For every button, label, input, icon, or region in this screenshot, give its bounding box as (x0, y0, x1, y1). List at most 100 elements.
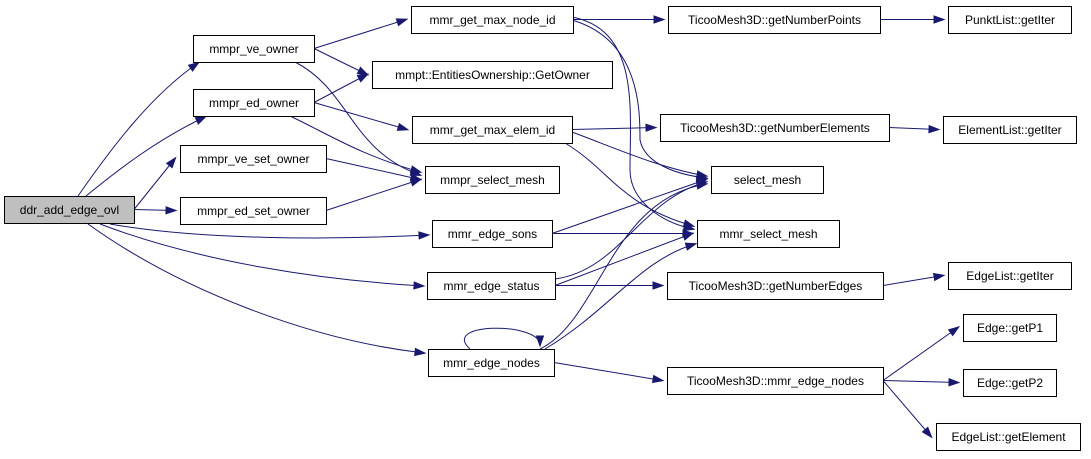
edge-ddr_add_edge_ovl-to-mmr_edge_nodes (87, 223, 427, 357)
edge-mmpr_ed_owner-to-getowner (313, 73, 370, 103)
node-punktlist-getiter[interactable]: PunktList::getIter (948, 6, 1072, 34)
arrowhead-icon (695, 170, 709, 179)
node-label: TicooMesh3D::getNumberPoints (688, 13, 861, 27)
node-box (4, 196, 135, 224)
node-getnumberelements[interactable]: TicooMesh3D::getNumberElements (660, 114, 890, 142)
node-box (948, 6, 1072, 34)
edge-t_mmr_edge_nodes-to-edge_getp1 (882, 326, 961, 381)
edge-mmr_edge_nodes-to-mmr_select_mesh (544, 242, 698, 350)
node-elementlist-getiter[interactable]: ElementList::getIter (943, 116, 1077, 144)
node-mmpr-ve-set-owner[interactable]: mmpr_ve_set_owner (180, 145, 327, 173)
node-mmr-edge-nodes[interactable]: mmr_edge_nodes (428, 349, 555, 377)
node-select-mesh[interactable]: select_mesh (711, 166, 824, 194)
edge-line (882, 275, 944, 286)
node-label: ElementList::getIter (958, 123, 1061, 137)
node-ddr-add-edge-ovl[interactable]: ddr_add_edge_ovl (4, 196, 135, 224)
edge-line (571, 127, 656, 130)
node-label: select_mesh (734, 173, 801, 187)
node-getowner[interactable]: mmpt::EntitiesOwnership::GetOwner (372, 61, 613, 89)
node-getnumberedges[interactable]: TicooMesh3D::getNumberEdges (667, 272, 884, 300)
node-box (372, 61, 613, 89)
node-label: mmr_edge_sons (448, 227, 537, 241)
arrowhead-icon (356, 73, 370, 83)
arrowhead-icon (948, 378, 961, 387)
arrowhead-icon (413, 281, 426, 290)
arrowhead-icon (645, 123, 658, 132)
node-box (428, 349, 555, 377)
node-mmr-select-mesh[interactable]: mmr_select_mesh (697, 220, 840, 248)
node-label: mmpr_ed_set_owner (197, 204, 310, 218)
arrowhead-icon (928, 124, 941, 134)
edge-line (99, 223, 424, 287)
node-mmpr-ve-owner[interactable]: mmpr_ve_owner (193, 35, 315, 63)
edge-mmr_get_max_elem_id-to-select_mesh (571, 131, 709, 179)
arrowhead-icon (194, 115, 208, 125)
node-mmr-get-max-elem-id[interactable]: mmr_get_max_elem_id (412, 116, 573, 144)
edge-line (325, 179, 421, 211)
node-box (963, 369, 1057, 397)
node-mmr-edge-status[interactable]: mmr_edge_status (427, 272, 556, 300)
node-box (180, 145, 327, 173)
node-box (432, 220, 553, 248)
edges-layer (77, 15, 961, 439)
node-box (667, 367, 884, 395)
edge-getnumberedges-to-edgelist_getiter (882, 272, 946, 286)
arrowhead-icon (652, 281, 665, 290)
node-label: mmr_edge_status (443, 279, 539, 293)
node-mmpr-select-mesh[interactable]: mmpr_select_mesh (425, 166, 560, 194)
edge-line (464, 327, 541, 350)
node-mmpr-ed-set-owner[interactable]: mmpr_ed_set_owner (180, 197, 327, 225)
edge-mmr_edge_nodes-to-mmr_edge_nodes (464, 327, 545, 350)
edge-line (313, 102, 408, 130)
node-label: EdgeList::getIter (966, 269, 1053, 283)
node-label: mmpt::EntitiesOwnership::GetOwner (395, 68, 590, 82)
arrowhead-icon (681, 232, 695, 241)
node-getnumberpoints[interactable]: TicooMesh3D::getNumberPoints (668, 6, 881, 34)
node-edge-getp1[interactable]: Edge::getP1 (963, 314, 1057, 342)
edge-line (571, 131, 707, 177)
node-label: mmr_edge_nodes (443, 356, 540, 370)
node-label: mmpr_select_mesh (440, 173, 545, 187)
edge-line (882, 380, 959, 383)
node-edgelist-getelement[interactable]: EdgeList::getElement (936, 423, 1081, 451)
edge-line (564, 142, 694, 227)
node-box (697, 220, 840, 248)
arrowhead-icon (356, 66, 370, 76)
node-mmr-edge-sons[interactable]: mmr_edge_sons (432, 220, 553, 248)
node-edge-getp2[interactable]: Edge::getP2 (963, 369, 1057, 397)
node-label: ddr_add_edge_ovl (20, 203, 119, 217)
edge-line (85, 116, 206, 197)
node-box (427, 272, 556, 300)
edge-line (313, 19, 407, 49)
edge-ddr_add_edge_ovl-to-mmpr_ed_owner (85, 115, 208, 197)
edge-line (313, 48, 368, 75)
arrowhead-icon (418, 231, 431, 240)
nodes-layer: ddr_add_edge_ovl mmpr_ve_owner mmpr_ed_own… (4, 6, 1081, 451)
node-box (193, 89, 315, 117)
node-label: Edge::getP2 (977, 376, 1043, 390)
node-edgelist-getiter[interactable]: EdgeList::getIter (948, 262, 1072, 290)
node-label: TicooMesh3D::getNumberEdges (689, 279, 863, 293)
arrowhead-icon (187, 61, 201, 72)
node-t-mmr-edge-nodes[interactable]: TicooMesh3D::mmr_edge_nodes (667, 367, 884, 395)
arrowhead-icon (165, 156, 177, 169)
edge-line (313, 74, 368, 103)
node-label: mmpr_ve_set_owner (197, 152, 309, 166)
node-box (667, 272, 884, 300)
node-mmpr-ed-owner[interactable]: mmpr_ed_owner (193, 89, 315, 117)
edge-mmpr_ve_owner-to-getowner (313, 48, 370, 76)
node-label: Edge::getP1 (977, 321, 1043, 335)
node-box (660, 114, 890, 142)
node-box (412, 116, 573, 144)
edge-line (133, 158, 176, 210)
edge-line (87, 223, 425, 354)
node-box (936, 423, 1081, 451)
edge-line (289, 115, 421, 173)
edge-mmr_edge_sons-to-mmr_select_mesh (552, 229, 695, 238)
node-label: TicooMesh3D::mmr_edge_nodes (687, 374, 864, 388)
node-mmr-get-max-node-id[interactable]: mmr_get_max_node_id (411, 6, 574, 34)
edge-mmr_get_max_node_id-to-getnumberpoints (573, 15, 666, 24)
edge-line (544, 243, 696, 350)
edge-getnumberpoints-to-punktlist_getiter (880, 15, 946, 24)
